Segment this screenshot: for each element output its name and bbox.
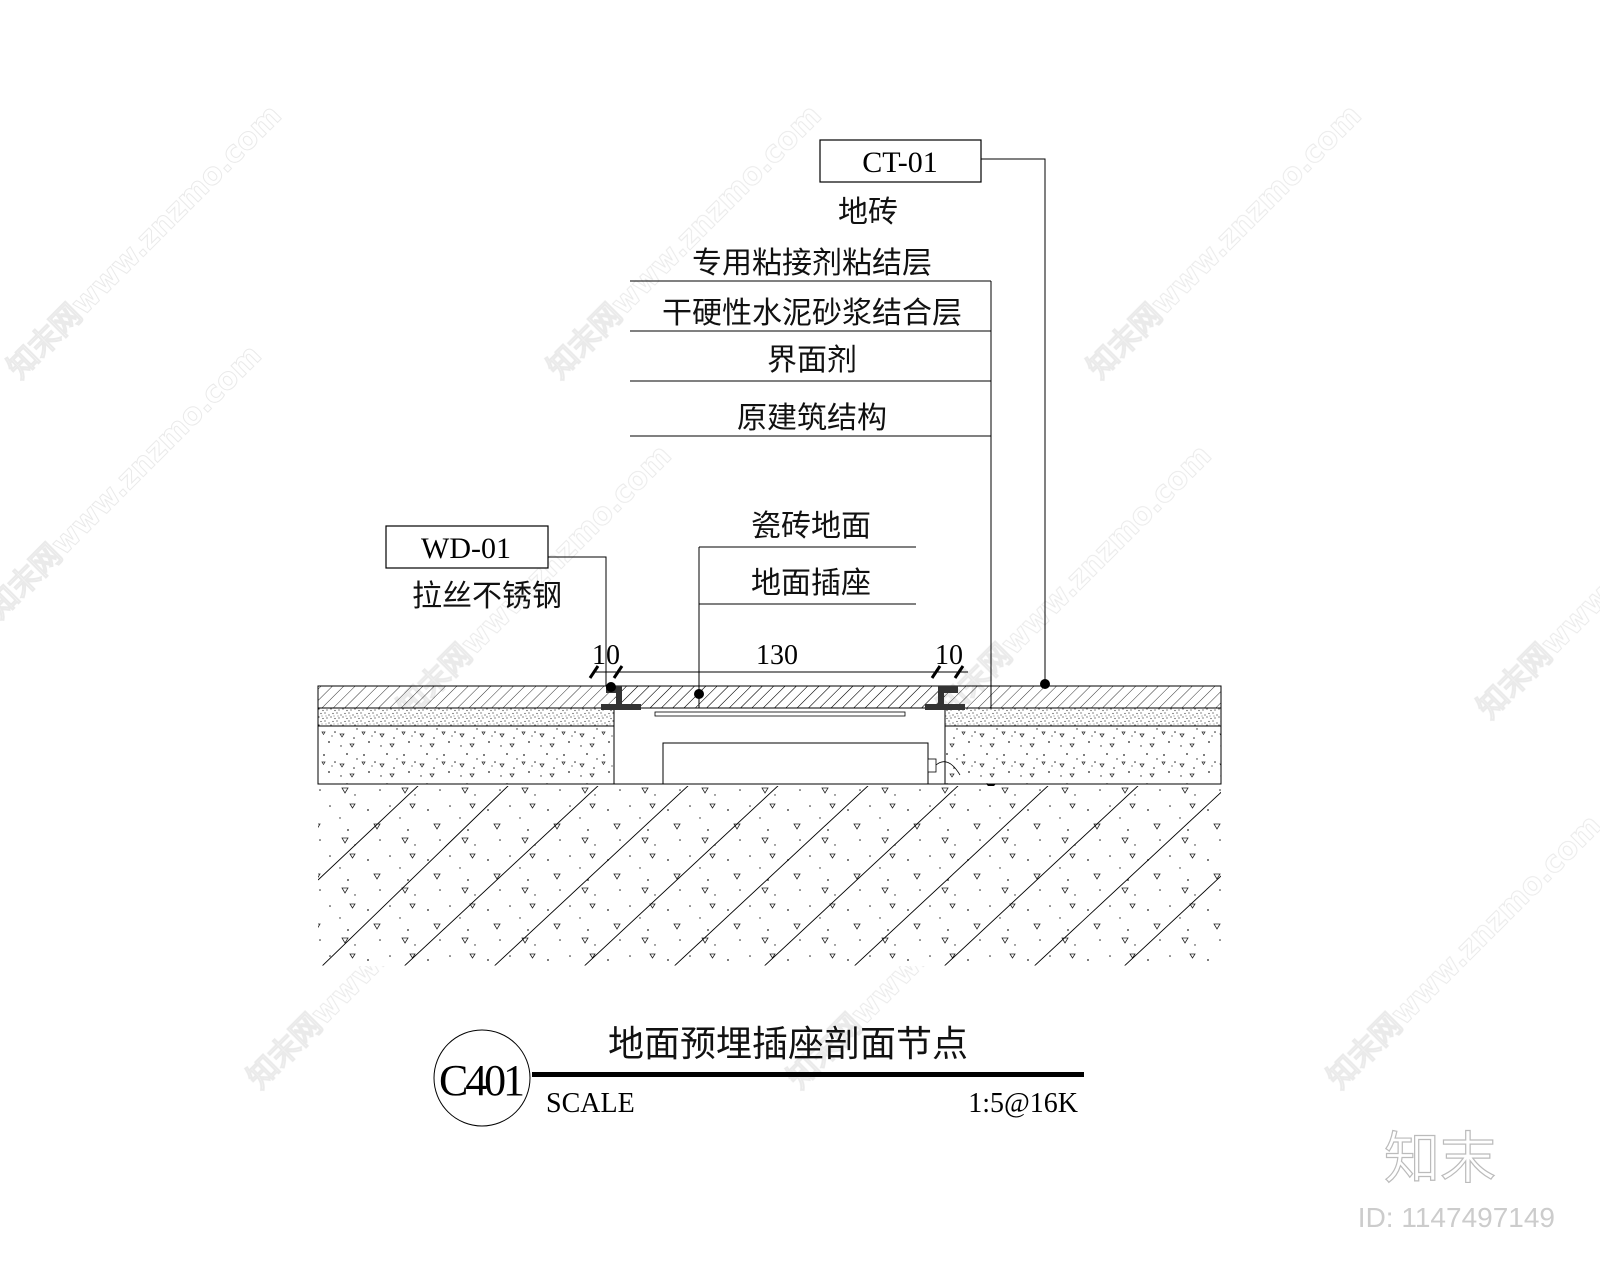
- structure-layer: [318, 786, 1221, 966]
- socket-cable: [935, 761, 961, 776]
- layer-callout-primer: 界面剂: [767, 343, 857, 378]
- watermark-text: 知末网www.znzmo.com: [0, 338, 269, 626]
- socket-callouts: 瓷砖地面 地面插座: [694, 509, 916, 736]
- ct-tag: CT-01 地砖: [819, 139, 1050, 689]
- scale-label: SCALE: [546, 1088, 635, 1119]
- watermark-text: 知末网www.znzmo.com: [1321, 808, 1600, 1096]
- layer-callouts: 专用粘接剂粘结层 干硬性水泥砂浆结合层 界面剂 原建筑结构: [630, 246, 996, 893]
- title-block: C401 地面预埋插座剖面节点 SCALE 1:5@16K: [433, 1024, 1084, 1127]
- watermark-text: 知末网www.znzmo.com: [1081, 98, 1369, 386]
- scale-value: 1:5@16K: [968, 1088, 1078, 1119]
- brand-logo: 知末: [1384, 1127, 1496, 1192]
- detail-title: 地面预埋插座剖面节点: [608, 1024, 968, 1065]
- socket-callout-tile: 瓷砖地面: [751, 509, 871, 544]
- detail-number: C401: [439, 1056, 525, 1105]
- wd-tag: WD-01 拉丝不锈钢: [385, 525, 607, 686]
- ct-material-label: 地砖: [838, 195, 898, 230]
- layer-callout-adhesive: 专用粘接剂粘结层: [692, 246, 932, 281]
- layer-callout-mortar: 干硬性水泥砂浆结合层: [662, 296, 962, 331]
- dimension-line: 10 130 10: [588, 640, 968, 679]
- wd-tag-code: WD-01: [421, 532, 511, 565]
- steel-trim-right: [925, 686, 965, 710]
- dim-right: 10: [935, 640, 963, 671]
- wd-material-label: 拉丝不锈钢: [412, 579, 562, 614]
- image-id: ID: 1147497149: [1358, 1202, 1555, 1233]
- dim-middle: 130: [756, 640, 798, 671]
- watermark-text: 知末网www.znzmo.com: [1471, 438, 1600, 726]
- watermark-text: 知末网www.znzmo.com: [931, 438, 1219, 726]
- ct-tag-code: CT-01: [862, 146, 938, 179]
- socket-callout-socket: 地面插座: [751, 566, 871, 601]
- dim-left: 10: [592, 640, 620, 671]
- layer-callout-structure: 原建筑结构: [737, 401, 887, 436]
- socket-box: [662, 742, 929, 785]
- floor-section: [317, 682, 1222, 966]
